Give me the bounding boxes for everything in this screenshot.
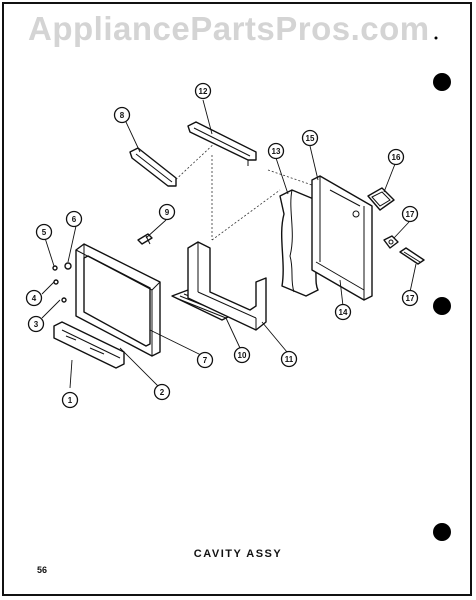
part-top-panel <box>187 121 257 166</box>
callout-3: 3 <box>27 315 45 333</box>
callout-5: 5 <box>35 223 53 241</box>
leader-lines <box>41 99 417 389</box>
watermark: AppliancePartsPros.com <box>28 10 430 47</box>
callout-label: 14 <box>339 308 348 317</box>
callout-label: 15 <box>306 134 315 143</box>
callout-label: 7 <box>203 356 208 365</box>
callout-2: 2 <box>153 383 171 401</box>
callout-9: 9 <box>158 203 176 221</box>
callout-label: 2 <box>160 388 165 397</box>
part-hardware <box>52 262 72 303</box>
callout-8: 8 <box>113 106 131 124</box>
dot-mark <box>434 36 438 40</box>
callout-6: 6 <box>65 210 83 228</box>
callout-14: 14 <box>334 303 352 321</box>
page-border <box>2 2 472 596</box>
part-back-panel <box>311 175 373 301</box>
callout-label: 12 <box>199 87 208 96</box>
callout-label: 17 <box>406 294 415 303</box>
part-shaft <box>399 247 425 265</box>
diagram-caption: CAVITY ASSY <box>193 548 283 560</box>
callout-label: 8 <box>120 111 125 120</box>
callout-15: 15 <box>301 129 319 147</box>
binding-hole-bottom <box>433 523 451 541</box>
part-door-frame <box>75 243 161 357</box>
callout-label: 17 <box>406 210 415 219</box>
callout-1: 1 <box>61 391 79 409</box>
callout-label: 9 <box>165 208 170 217</box>
callout-label: 4 <box>32 294 37 303</box>
callout-10: 10 <box>233 346 251 364</box>
page-number: 56 <box>37 565 48 575</box>
callout-label: 5 <box>42 228 47 237</box>
part-bottom-trim <box>53 321 125 369</box>
callout-4: 4 <box>25 289 43 307</box>
callout-label: 16 <box>392 153 401 162</box>
callout-label: 1 <box>68 396 73 405</box>
callout-17: 17 <box>401 205 419 223</box>
callout-label: 10 <box>238 351 247 360</box>
callout-label: 11 <box>285 355 294 364</box>
callout-label: 3 <box>34 320 39 329</box>
part-bushing <box>383 235 399 249</box>
callout-label: 6 <box>72 215 77 224</box>
callout-7: 7 <box>196 351 214 369</box>
callout-13: 13 <box>267 142 285 160</box>
callout-17b: 17 <box>401 289 419 307</box>
binding-hole-top <box>433 73 451 91</box>
callout-12: 12 <box>194 82 212 100</box>
part-small-bracket <box>137 233 153 245</box>
part-gasket <box>367 187 395 211</box>
part-cavity-liner <box>187 241 267 331</box>
callout-11: 11 <box>280 350 298 368</box>
part-side-panel-piece <box>129 147 177 187</box>
callout-16: 16 <box>387 148 405 166</box>
binding-hole-middle <box>433 297 451 315</box>
callout-label: 13 <box>272 147 281 156</box>
